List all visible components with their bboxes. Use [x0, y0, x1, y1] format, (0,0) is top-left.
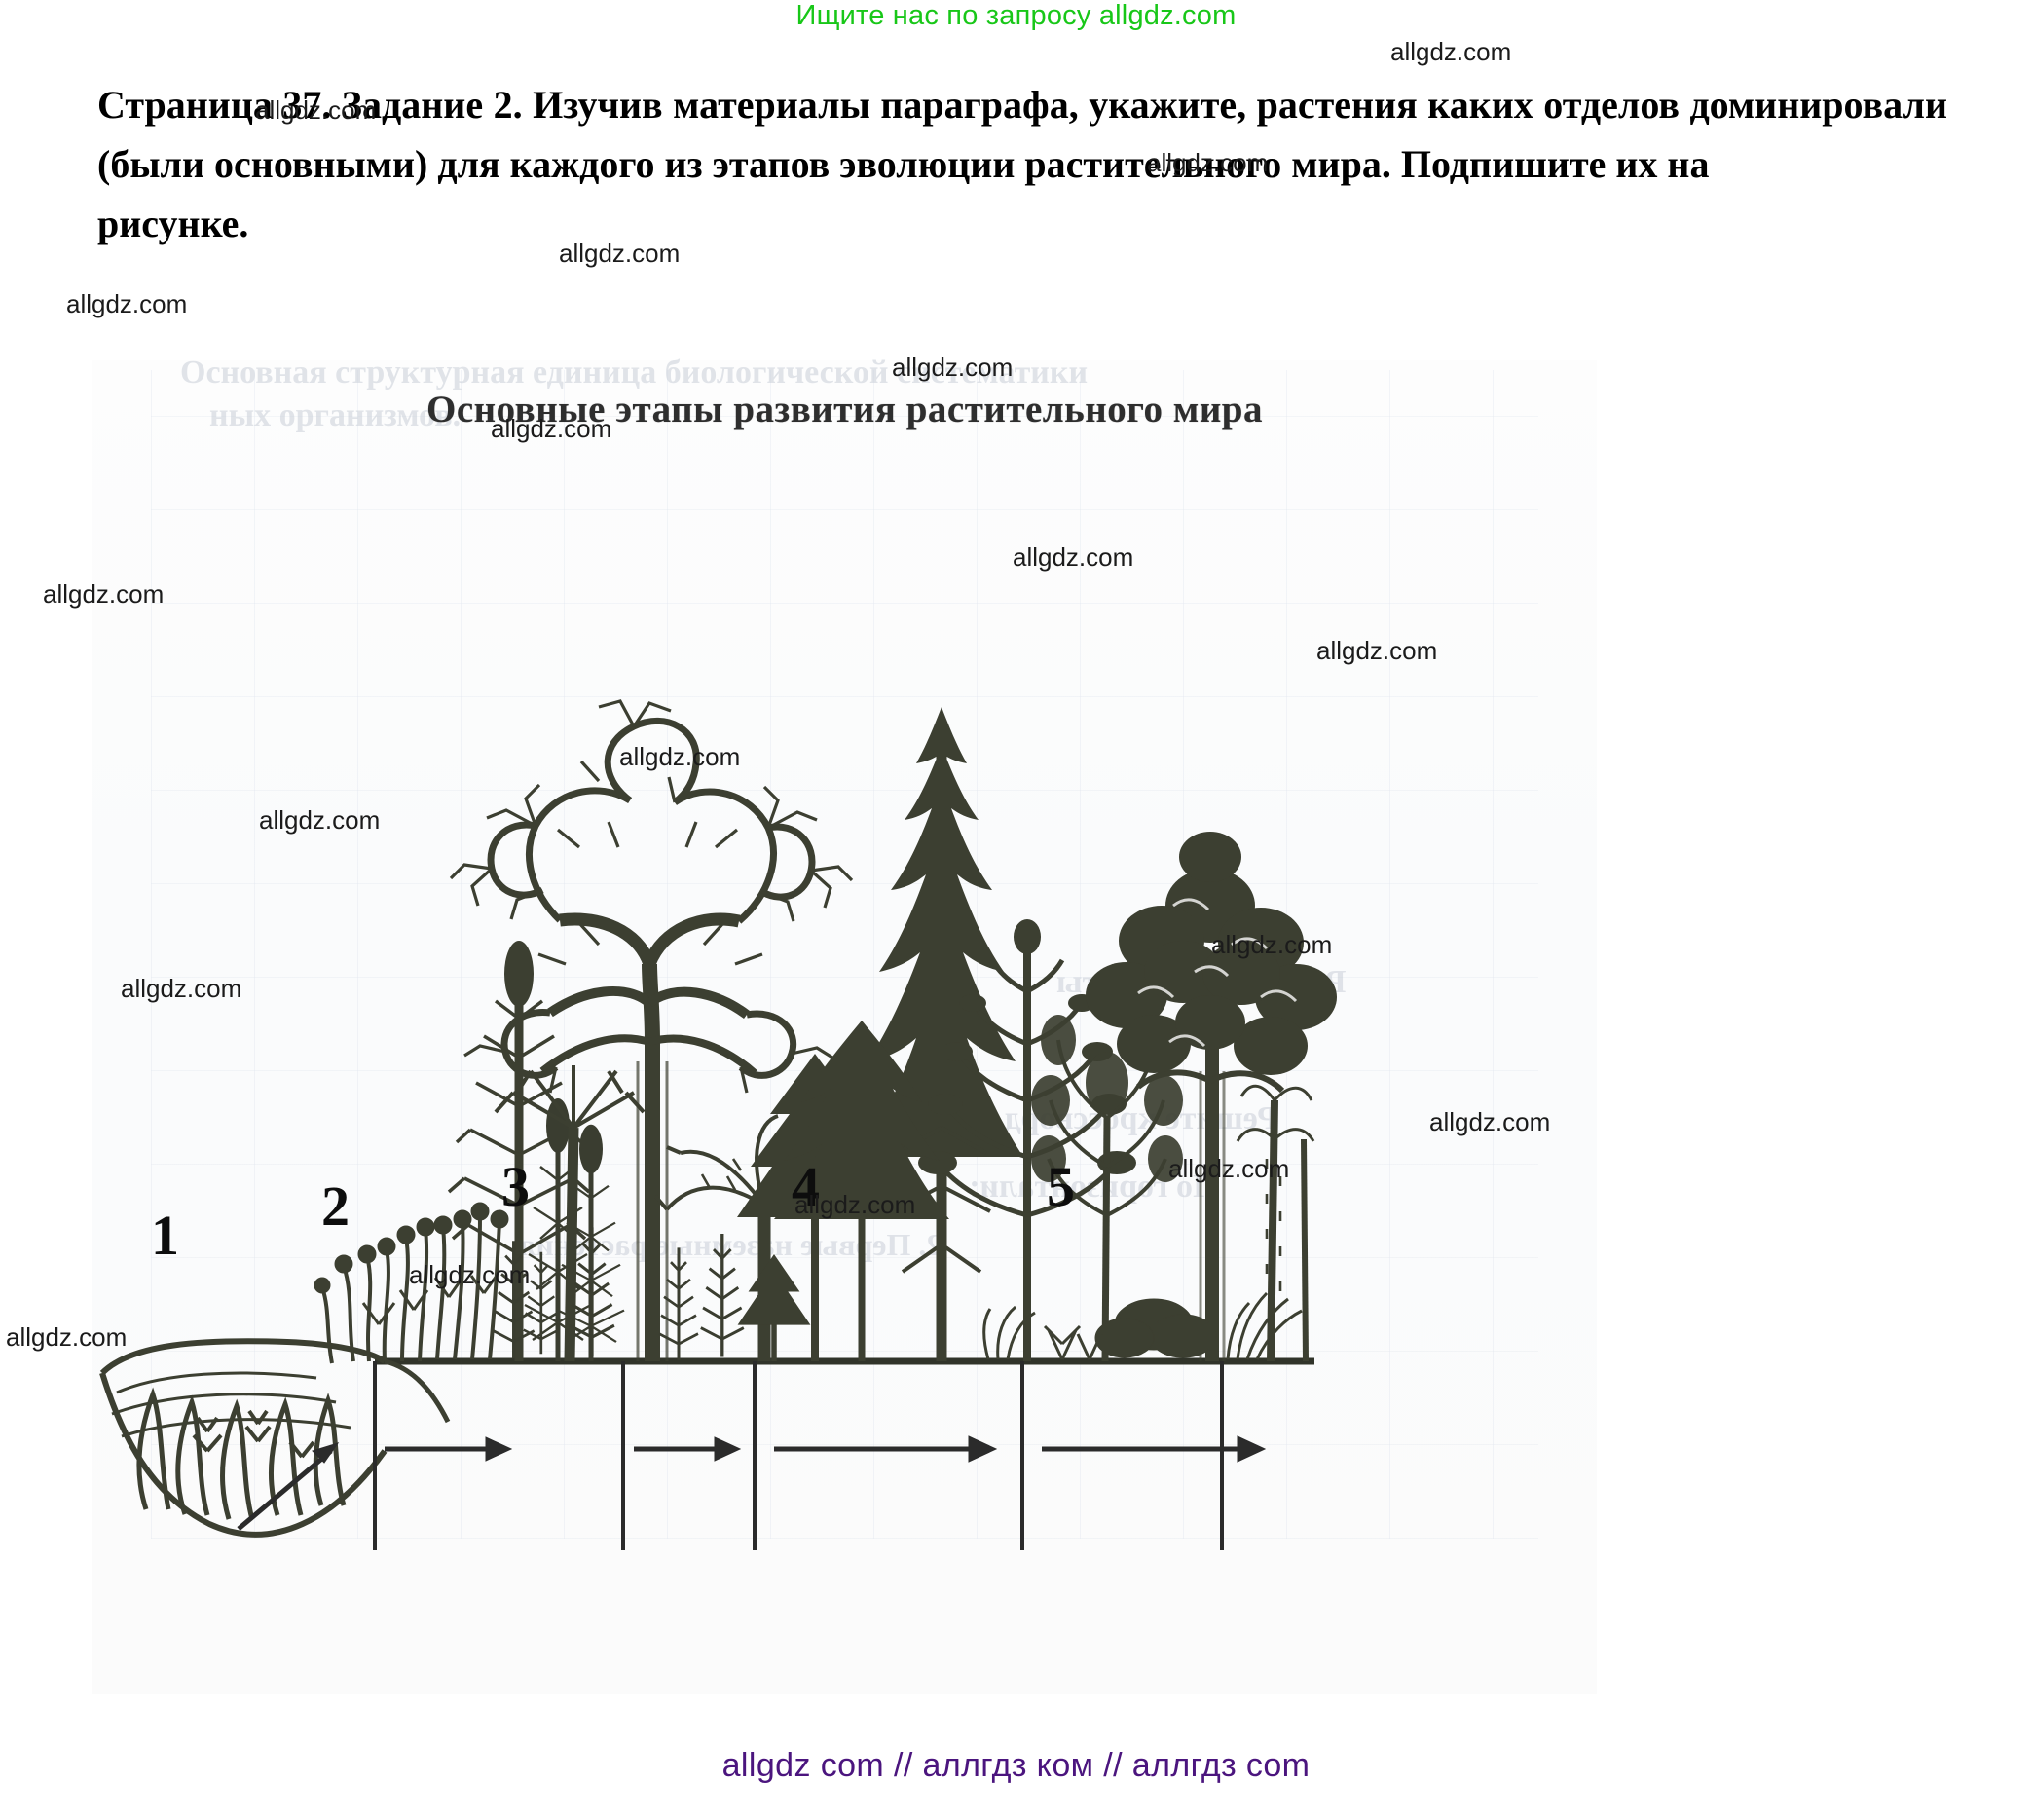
stage5-birch-group	[1236, 1084, 1315, 1362]
task-paragraph-lastline: рисунке.	[97, 201, 249, 245]
footer-links: allgdz com // аллгдз ком // аллгдз com	[721, 1747, 1311, 1784]
stage3-giant-lycopod	[494, 1065, 646, 1362]
promo-banner: Ищите нас по запросу allgdz.com	[795, 0, 1237, 31]
stage-number-4: 4	[792, 1155, 820, 1218]
stage-number-3: 3	[501, 1155, 530, 1218]
stage-number-5: 5	[1047, 1155, 1075, 1218]
stage5-broadleaf-canopy-texture	[1137, 898, 1298, 1048]
figure-background	[92, 360, 1597, 1694]
stage1-algae	[99, 1338, 388, 1538]
task-paragraph-text: Страница 37. Задание 2. Изучив материалы…	[97, 83, 1947, 186]
watermark-0: allgdz.com	[1390, 37, 1512, 66]
stage5-transitional-tree	[1031, 1015, 1183, 1362]
stage-number-1: 1	[151, 1204, 179, 1267]
evolution-figure: Основная структурная единица биологическ…	[92, 354, 1597, 1694]
plants-scene-svg	[99, 699, 1337, 1550]
shore-slope	[384, 1358, 451, 1424]
stage3-giant-tree	[449, 699, 854, 1361]
transition-shrubs	[982, 1305, 1036, 1360]
stage4-pine	[774, 1021, 949, 1361]
arrow-stage-4	[774, 1435, 998, 1463]
arrow-stage-3b	[634, 1436, 742, 1462]
arrow-stage-3a	[385, 1436, 513, 1462]
watermark-4: allgdz.com	[66, 289, 188, 318]
stage4-giant-conifer	[860, 707, 1023, 1361]
figure-illustration	[92, 360, 1597, 1694]
stage5-undergrowth	[1043, 1291, 1303, 1360]
arrow-stage-5	[1042, 1435, 1267, 1463]
stage2-psilophytes	[314, 1202, 509, 1364]
figure-title: Основные этапы развития растительного ми…	[426, 389, 1263, 430]
task-paragraph: Страница 37. Задание 2. Изучив материалы…	[97, 76, 1947, 253]
arrow-diagonal	[237, 1442, 340, 1531]
stage-number-2: 2	[321, 1174, 350, 1238]
stage-axis	[237, 1361, 1267, 1550]
task-block: Страница 37. Задание 2. Изучив материалы…	[97, 76, 1947, 253]
stage4-spruce-small	[737, 1254, 811, 1361]
stage5-broadleaf-canopy	[1086, 832, 1337, 1075]
